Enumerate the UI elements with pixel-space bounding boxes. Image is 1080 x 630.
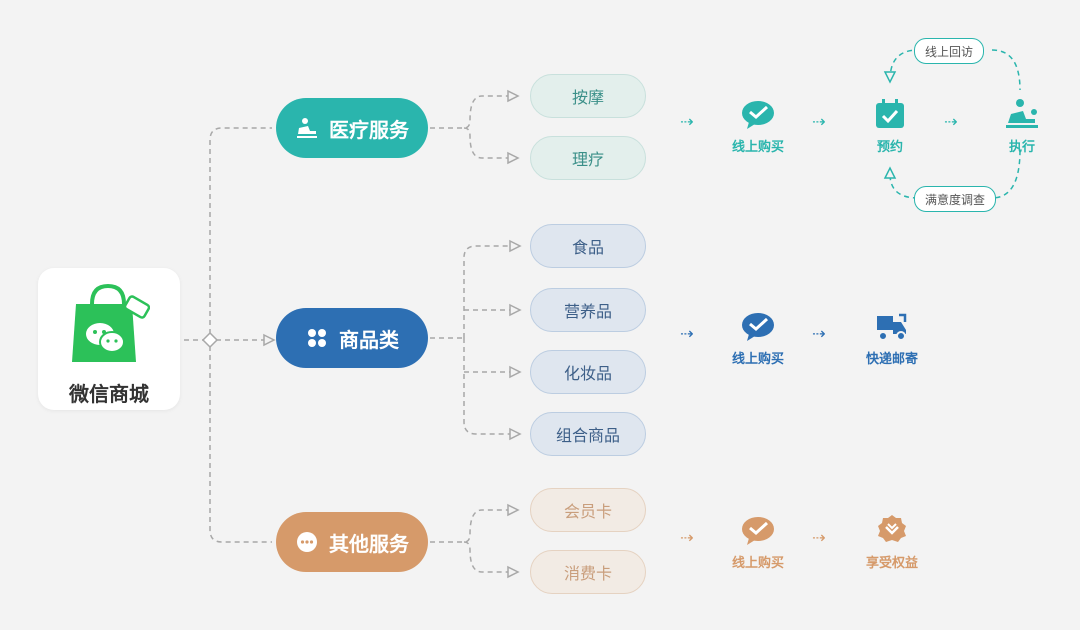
award-badge-icon bbox=[878, 515, 906, 542]
flow-arrow: ⇢ bbox=[680, 324, 693, 343]
step-label: 线上购买 bbox=[731, 140, 784, 155]
step-label: 享受权益 bbox=[865, 556, 918, 571]
sub-item-nutrition[interactable]: 营养品 bbox=[530, 288, 646, 332]
category-medical-services[interactable]: 医疗服务 bbox=[276, 98, 428, 158]
category-goods[interactable]: 商品类 bbox=[276, 308, 428, 368]
category-label: 其他服务 bbox=[329, 531, 409, 556]
flow-arrow: ⇢ bbox=[812, 112, 825, 131]
sub-item-food[interactable]: 食品 bbox=[530, 224, 646, 268]
step-online-purchase-goods[interactable]: 线上购买 bbox=[718, 312, 798, 367]
category-label: 商品类 bbox=[339, 327, 399, 352]
more-dots-icon bbox=[295, 530, 319, 554]
calendar-check-icon bbox=[876, 99, 904, 128]
wechat-pay-icon bbox=[742, 101, 774, 129]
flow-arrow: ⇢ bbox=[680, 528, 693, 547]
step-enjoy-benefits[interactable]: 享受权益 bbox=[852, 514, 932, 571]
sub-item-bundle[interactable]: 组合商品 bbox=[530, 412, 646, 456]
category-label: 医疗服务 bbox=[329, 117, 409, 142]
step-execute[interactable]: 执行 bbox=[982, 98, 1062, 155]
grid-four-dots-icon bbox=[305, 326, 329, 350]
step-label: 快递邮寄 bbox=[865, 352, 918, 367]
delivery-scooter-icon bbox=[877, 313, 907, 341]
shopping-bag-icon bbox=[72, 283, 150, 362]
category-other-services[interactable]: 其他服务 bbox=[276, 512, 428, 572]
massage-person-icon bbox=[295, 116, 319, 140]
step-online-purchase-other[interactable]: 线上购买 bbox=[718, 516, 798, 571]
step-label: 线上购买 bbox=[731, 556, 784, 571]
root-label: 微信商城 bbox=[69, 382, 149, 406]
flow-arrow: ⇢ bbox=[944, 112, 957, 131]
wechat-pay-icon bbox=[742, 517, 774, 545]
wechat-pay-icon bbox=[742, 313, 774, 341]
step-online-purchase-medical[interactable]: 线上购买 bbox=[718, 100, 798, 155]
step-express-delivery[interactable]: 快递邮寄 bbox=[852, 312, 932, 367]
sub-item-massage[interactable]: 按摩 bbox=[530, 74, 646, 118]
massage-person-icon bbox=[1006, 99, 1038, 128]
sub-item-value-card[interactable]: 消费卡 bbox=[530, 550, 646, 594]
flow-arrow: ⇢ bbox=[812, 528, 825, 547]
loop-label-follow-up: 线上回访 bbox=[914, 38, 985, 64]
flow-arrow: ⇢ bbox=[812, 324, 825, 343]
step-label: 线上购买 bbox=[731, 352, 784, 367]
flow-arrow: ⇢ bbox=[680, 112, 693, 131]
step-label: 执行 bbox=[1008, 140, 1035, 155]
wechat-mall-node[interactable]: 微信商城 bbox=[38, 268, 180, 410]
step-booking[interactable]: 预约 bbox=[850, 98, 930, 155]
step-label: 预约 bbox=[876, 140, 903, 155]
sub-item-therapy[interactable]: 理疗 bbox=[530, 136, 646, 180]
loop-label-satisfaction-survey: 满意度调查 bbox=[914, 186, 997, 212]
sub-item-cosmetics[interactable]: 化妆品 bbox=[530, 350, 646, 394]
sub-item-member-card[interactable]: 会员卡 bbox=[530, 488, 646, 532]
